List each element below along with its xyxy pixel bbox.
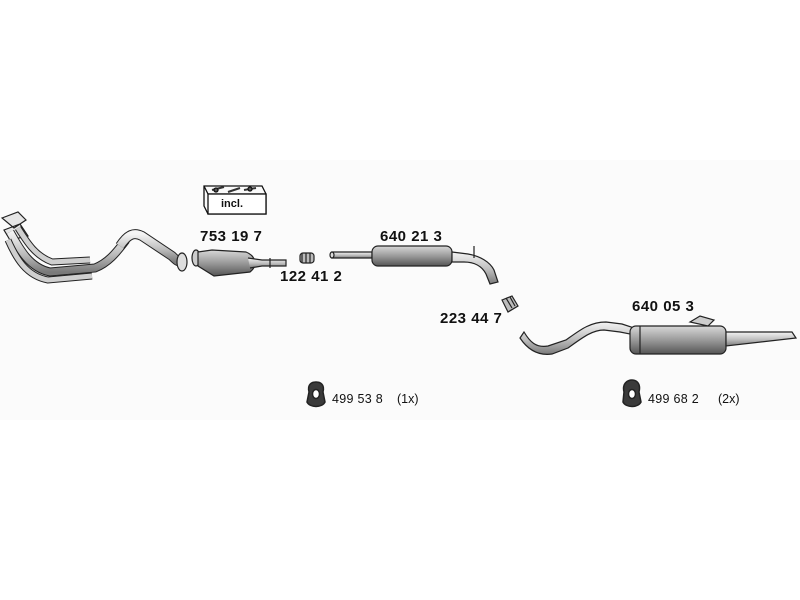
clamp-a (299, 252, 315, 264)
front-silencer (329, 245, 499, 285)
part-number-front-silencer: 640 21 3 (380, 228, 443, 245)
clamp-b (501, 295, 519, 313)
rear-silencer (519, 315, 798, 355)
mount-b-quantity: (2x) (718, 392, 740, 406)
mount-b-icon (622, 379, 642, 408)
manifold-downpipe (0, 211, 188, 284)
mount-a-quantity: (1x) (397, 392, 419, 406)
part-number-clamp-b: 223 44 7 (440, 310, 503, 327)
catalytic-converter (191, 249, 287, 277)
fitting-kit-box (203, 185, 267, 215)
mount-a-number: 499 53 8 (332, 392, 384, 406)
mount-a-icon (306, 381, 326, 408)
kit-box-label: incl. (221, 198, 244, 210)
part-number-rear-silencer: 640 05 3 (632, 298, 695, 315)
mount-b-number: 499 68 2 (648, 392, 700, 406)
part-number-catalytic-converter: 753 19 7 (200, 228, 263, 245)
diagram-background (0, 160, 800, 420)
part-number-clamp-a: 122 41 2 (280, 268, 343, 285)
